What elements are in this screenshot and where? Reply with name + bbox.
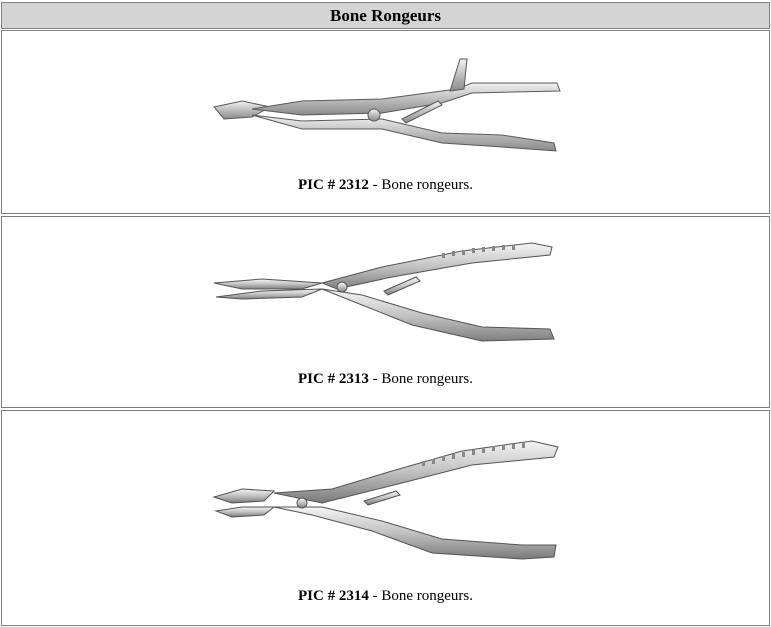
product-description: Bone rongeurs. xyxy=(381,371,473,387)
page-title: Bone Rongeurs xyxy=(330,5,441,25)
rongeur-image-2314 xyxy=(212,440,559,560)
product-caption: PIC # 2313 - Bone rongeurs. xyxy=(2,371,769,388)
product-code: PIC # 2312 xyxy=(298,177,369,193)
product-description: Bone rongeurs. xyxy=(381,588,473,604)
product-item-2314: PIC # 2314 - Bone rongeurs. xyxy=(1,410,770,626)
caption-separator: - xyxy=(368,177,382,193)
product-caption: PIC # 2312 - Bone rongeurs. xyxy=(2,177,769,194)
rongeur-image-2313 xyxy=(213,242,555,342)
product-item-2312: PIC # 2312 - Bone rongeurs. xyxy=(1,30,770,214)
caption-separator: - xyxy=(368,371,382,387)
product-description: Bone rongeurs. xyxy=(381,177,473,193)
product-caption: PIC # 2314 - Bone rongeurs. xyxy=(2,588,769,605)
product-code: PIC # 2313 xyxy=(298,371,369,387)
page-title-bar: Bone Rongeurs xyxy=(1,2,770,29)
product-item-2313: PIC # 2313 - Bone rongeurs. xyxy=(1,216,770,408)
rongeur-image-2312 xyxy=(213,58,561,152)
caption-separator: - xyxy=(368,588,382,604)
product-code: PIC # 2314 xyxy=(298,588,369,604)
